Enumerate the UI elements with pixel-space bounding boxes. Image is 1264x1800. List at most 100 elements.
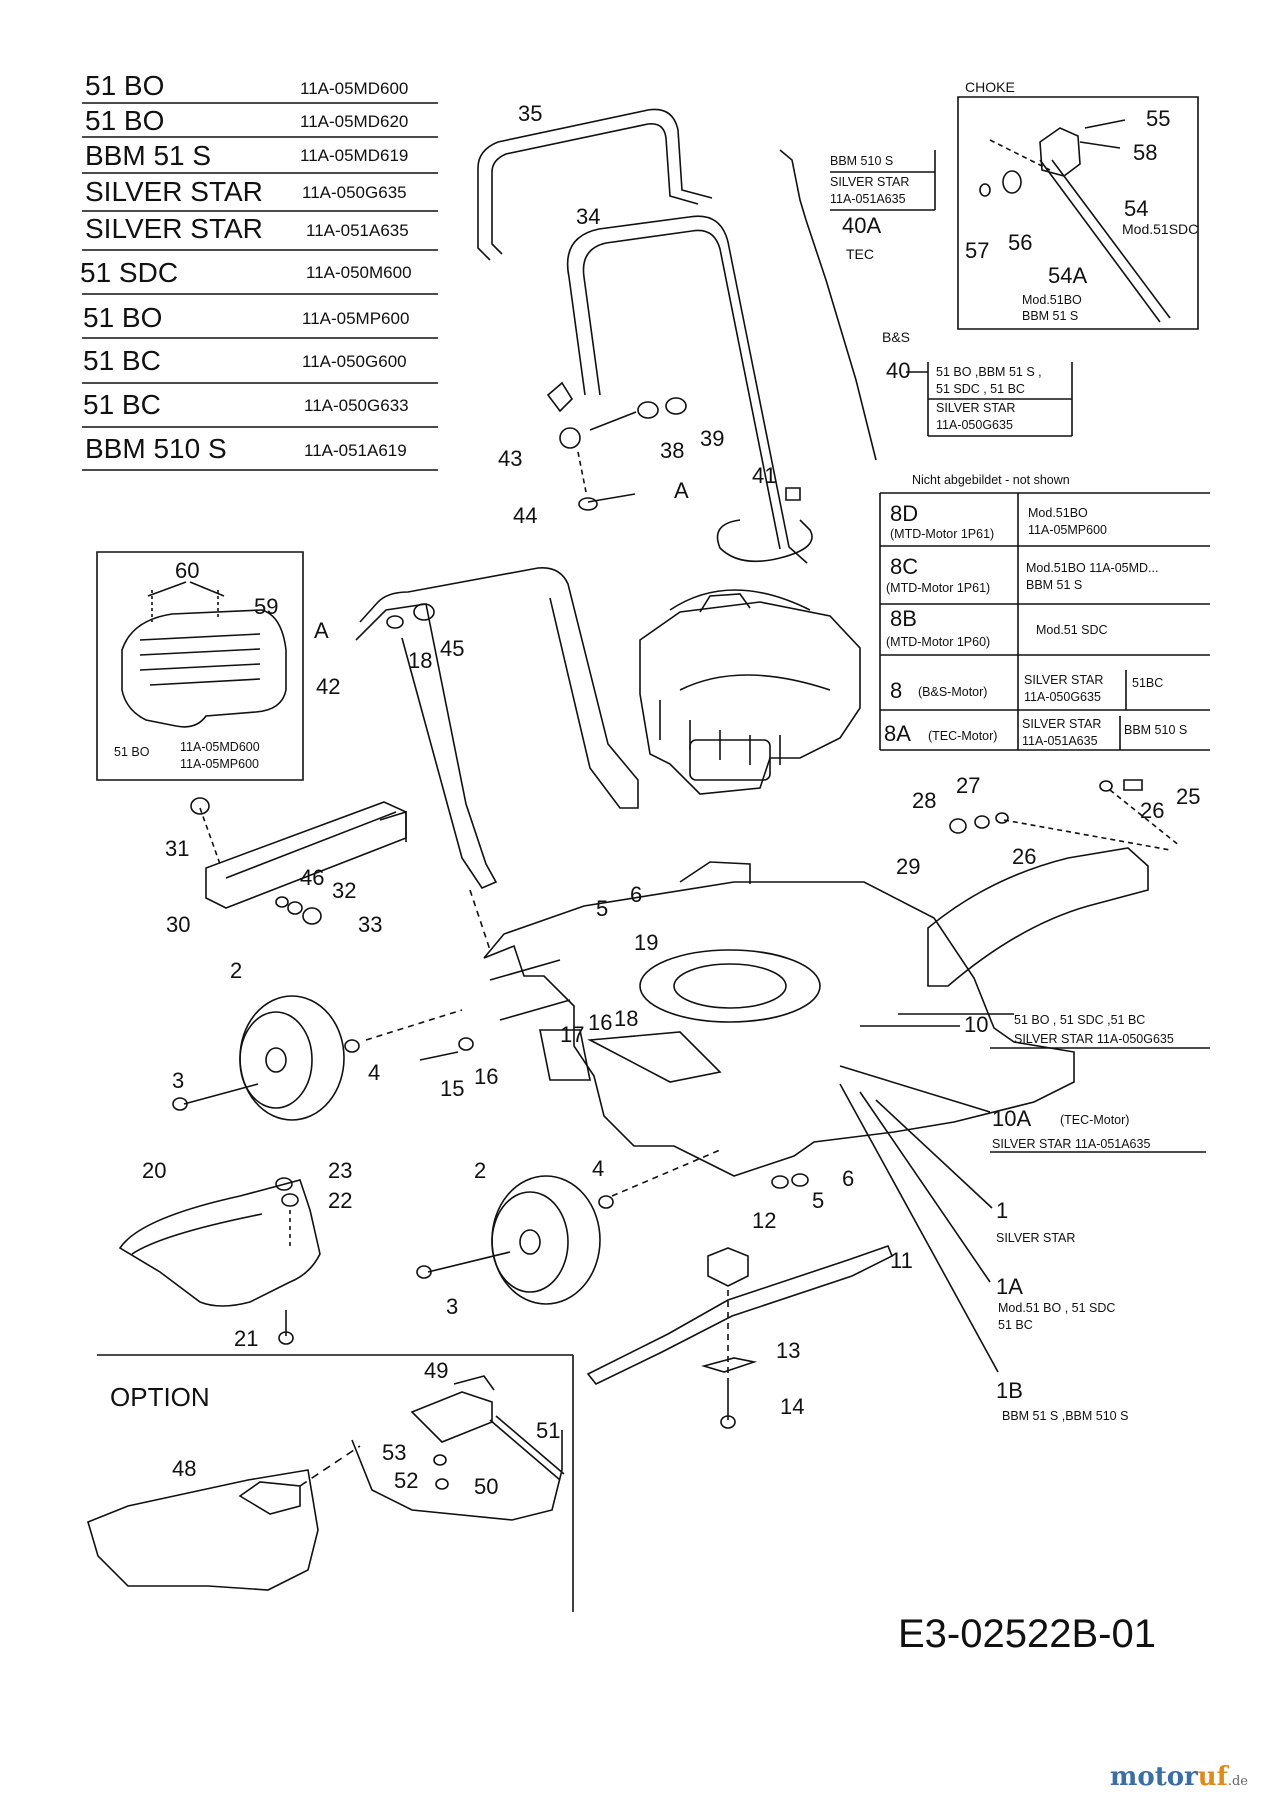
model-name-10: BBM 510 S xyxy=(85,433,227,464)
model-code-8: 11A-050G600 xyxy=(302,352,407,371)
watermark-logo: motoruf.de xyxy=(1110,1762,1248,1792)
part-39: 39 xyxy=(700,426,725,451)
part-59: 59 xyxy=(254,594,279,619)
cable-box-top-2: SILVER STAR xyxy=(830,175,910,189)
part-33: 33 xyxy=(358,912,383,937)
part-10: 10 xyxy=(964,1012,989,1037)
part-10A: 10A xyxy=(992,1106,1032,1131)
part-6-top: 6 xyxy=(630,882,643,907)
part-57: 57 xyxy=(965,238,990,263)
grass-bag-48 xyxy=(88,1446,360,1590)
model-name-3: BBM 51 S xyxy=(85,140,212,171)
part-23: 23 xyxy=(328,1158,353,1183)
cable-40-box xyxy=(906,362,1072,436)
watermark-brand-a: motor xyxy=(1109,1762,1198,1792)
deflector-20 xyxy=(120,1178,320,1344)
inset-filter-code-1: 11A-05MD600 xyxy=(180,740,260,754)
part-26-left: 26 xyxy=(1012,844,1037,869)
model-name-4: SILVER STAR xyxy=(85,176,263,207)
engine-id-8: 8 xyxy=(890,678,903,703)
model-name-2: 51 BO xyxy=(85,105,165,136)
drawing-number: E3-02522B-01 xyxy=(898,1612,1156,1656)
part-14: 14 xyxy=(780,1394,805,1419)
part-26-right: 26 xyxy=(1140,798,1165,823)
part-17: 17 xyxy=(560,1022,585,1047)
air-filter-inset-box xyxy=(97,552,303,780)
handle-nut-18-45 xyxy=(387,604,434,628)
model-name-7: 51 BO xyxy=(83,302,163,333)
part-49: 49 xyxy=(424,1358,449,1383)
part-29: 29 xyxy=(896,854,921,879)
part-53: 53 xyxy=(382,1440,407,1465)
model-code-3: 11A-05MD619 xyxy=(300,146,409,165)
cable-tie-41 xyxy=(718,520,813,561)
part-2-front: 2 xyxy=(474,1158,487,1183)
engine-motor-8A: (TEC-Motor) xyxy=(928,729,998,743)
mulch-plug-assembly xyxy=(352,1376,564,1520)
not-shown-title: Nicht abgebildet - not shown xyxy=(912,473,1070,487)
part-31: 31 xyxy=(165,836,190,861)
not-shown-info2-8D: 11A-05MP600 xyxy=(1028,523,1107,537)
part-22: 22 xyxy=(328,1188,353,1213)
part-40: 40 xyxy=(886,358,911,383)
model-code-6: 11A-050M600 xyxy=(306,263,412,282)
cable-tec: TEC xyxy=(846,246,874,262)
part-1B-note: BBM 51 S ,BBM 510 S xyxy=(1002,1409,1129,1423)
air-filter-cover xyxy=(122,582,286,727)
part-3-front: 3 xyxy=(446,1294,459,1319)
part-1B: 1B xyxy=(996,1378,1023,1403)
part-34: 34 xyxy=(576,204,601,229)
part-10-note-2: SILVER STAR 11A-050G635 xyxy=(1014,1032,1174,1046)
part-41: 41 xyxy=(752,463,777,488)
part-3-rear: 3 xyxy=(172,1068,185,1093)
not-shown-motor-8D: (MTD-Motor 1P61) xyxy=(890,527,995,541)
part-43: 43 xyxy=(498,446,523,471)
handle-34 xyxy=(568,216,807,563)
part-5-top: 5 xyxy=(596,896,609,921)
part-54A: 54A xyxy=(1048,263,1088,288)
part-56: 56 xyxy=(1008,230,1033,255)
part-13: 13 xyxy=(776,1338,801,1363)
part-1A-note-1: Mod.51 BO , 51 SDC xyxy=(998,1301,1116,1315)
engine-extra-8A: BBM 510 S xyxy=(1124,723,1188,737)
part-45: 45 xyxy=(440,636,465,661)
part-54-note: Mod.51SDC xyxy=(1122,221,1199,237)
ref-A-lower: A xyxy=(314,618,329,643)
model-code-10: 11A-051A619 xyxy=(304,441,407,460)
model-name-8: 51 BC xyxy=(83,345,161,376)
model-code-7: 11A-05MP600 xyxy=(302,309,410,328)
not-shown-motor-8B: (MTD-Motor 1P60) xyxy=(886,635,991,649)
part-38: 38 xyxy=(660,438,685,463)
part-27: 27 xyxy=(956,773,981,798)
model-code-9: 11A-050G633 xyxy=(304,396,409,415)
part-35: 35 xyxy=(518,101,543,126)
part-44: 44 xyxy=(513,503,538,528)
handle-bolts xyxy=(548,383,686,510)
part-21: 21 xyxy=(234,1326,259,1351)
part-10A-motor: (TEC-Motor) xyxy=(1060,1113,1130,1127)
not-shown-id-8B: 8B xyxy=(890,606,917,631)
choke-inset-box xyxy=(958,97,1198,329)
ref-A-upper: A xyxy=(674,478,689,503)
engine-extra-8: 51BC xyxy=(1132,676,1164,690)
part-6-front: 6 xyxy=(842,1166,855,1191)
not-shown-info2-8C: BBM 51 S xyxy=(1026,578,1083,592)
part-54A-note-1: Mod.51BO xyxy=(1022,293,1082,307)
engine-info2-8: 11A-050G635 xyxy=(1024,690,1101,704)
lower-handle-42 xyxy=(356,568,638,888)
cable-40a-box xyxy=(830,150,935,210)
part-19: 19 xyxy=(634,930,659,955)
part-20: 20 xyxy=(142,1158,167,1183)
part-5-front: 5 xyxy=(812,1188,825,1213)
part-54: 54 xyxy=(1124,196,1149,221)
engine-id-8A: 8A xyxy=(884,721,911,746)
not-shown-table xyxy=(880,493,1210,750)
not-shown-info1-8D: Mod.51BO xyxy=(1028,506,1088,520)
rear-guard-29 xyxy=(928,848,1148,986)
part-16-deck: 16 xyxy=(588,1010,613,1035)
part-18-deck: 18 xyxy=(614,1006,639,1031)
option-frame xyxy=(97,1355,573,1612)
part-1-note: SILVER STAR xyxy=(996,1231,1076,1245)
part-30: 30 xyxy=(166,912,191,937)
